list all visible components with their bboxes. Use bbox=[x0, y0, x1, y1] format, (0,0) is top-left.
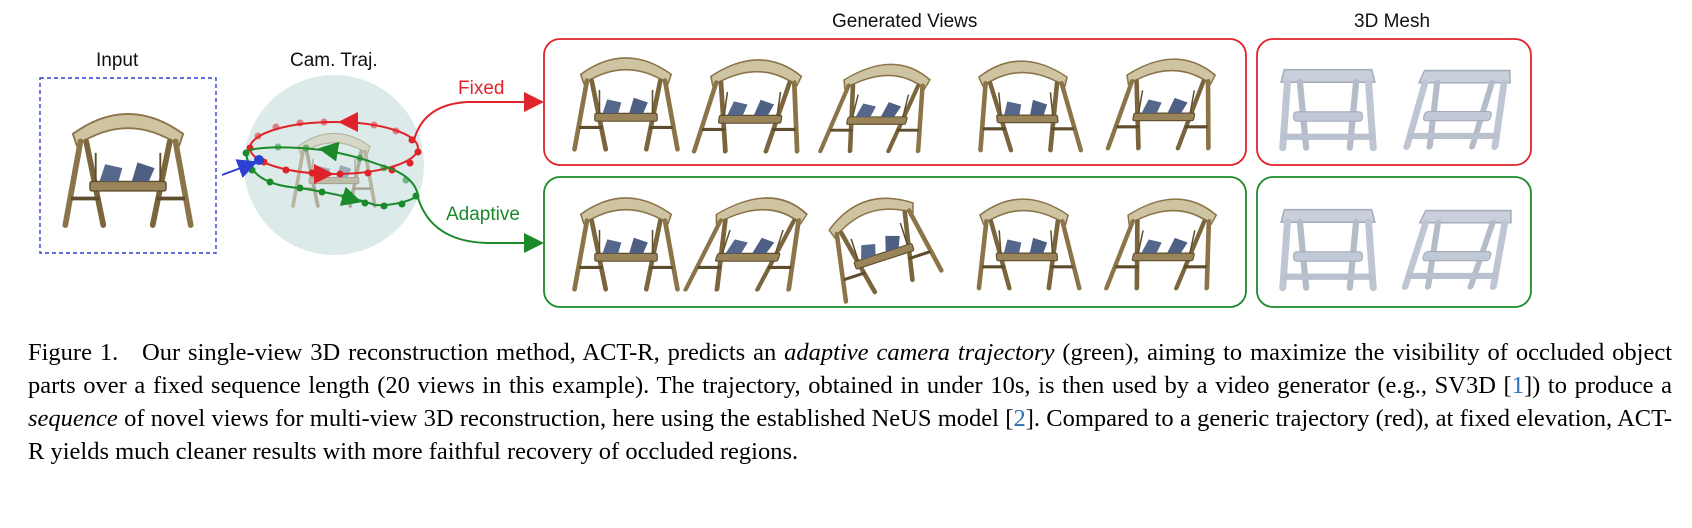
caption-text-5: ]. Compared to a generic trajectory (red… bbox=[28, 405, 1672, 465]
adaptive-generated-views-panel bbox=[543, 176, 1247, 308]
start-camera-point bbox=[254, 155, 264, 165]
caption-text-1: Our single-view 3D reconstruction method… bbox=[142, 339, 785, 366]
caption-text-2: (green), aiming to maximize the visibili… bbox=[28, 339, 1673, 399]
caption-emphasis-adaptive: adaptive camera trajectory bbox=[784, 339, 1055, 366]
fixed-view-1 bbox=[575, 58, 678, 149]
adaptive-view-2 bbox=[686, 198, 819, 289]
generated-views-label: Generated Views bbox=[832, 11, 978, 32]
caption-emphasis-sequence: sequence bbox=[28, 405, 118, 432]
figure-caption: Figure 1. Our single-view 3D reconstruct… bbox=[28, 336, 1672, 468]
adaptive-view-5 bbox=[1106, 199, 1225, 288]
adaptive-mesh-2 bbox=[1404, 211, 1514, 287]
caption-label: Figure 1. bbox=[28, 339, 119, 366]
citation-link-2[interactable]: 2 bbox=[1013, 405, 1026, 432]
adaptive-label: Adaptive bbox=[446, 204, 520, 225]
input-image-frame bbox=[39, 77, 217, 254]
fixed-branch-arrow bbox=[413, 92, 544, 141]
adaptive-view-1 bbox=[575, 198, 678, 289]
fixed-label: Fixed bbox=[458, 78, 505, 99]
adaptive-mesh-1 bbox=[1281, 210, 1375, 288]
input-object-render bbox=[65, 114, 190, 225]
adaptive-branch-arrow bbox=[417, 197, 544, 253]
fixed-view-3 bbox=[820, 64, 939, 151]
fixed-mesh-panel bbox=[1256, 38, 1532, 166]
adaptive-view-3 bbox=[818, 186, 941, 302]
fixed-mesh-1 bbox=[1281, 70, 1375, 148]
fixed-view-4 bbox=[971, 61, 1081, 150]
adaptive-view-4 bbox=[973, 199, 1080, 288]
camera-sphere bbox=[244, 75, 424, 255]
input-label: Input bbox=[96, 50, 139, 71]
fixed-mesh-2 bbox=[1405, 71, 1512, 147]
figure: Input Cam. Traj. Generated Views 3D Mesh… bbox=[39, 11, 1532, 308]
cam-traj-label: Cam. Traj. bbox=[290, 50, 378, 71]
adaptive-mesh-panel bbox=[1256, 176, 1532, 308]
adaptive-trajectory-points bbox=[242, 143, 420, 210]
input-to-trajectory-arrow bbox=[221, 159, 258, 178]
fixed-generated-views-panel bbox=[543, 38, 1247, 166]
citation-link-1[interactable]: 1 bbox=[1511, 372, 1524, 399]
mesh-label: 3D Mesh bbox=[1354, 11, 1431, 32]
caption-text-3: ]) to produce a bbox=[1523, 372, 1673, 399]
fixed-view-2 bbox=[694, 60, 810, 151]
caption-text-4: of novel views for multi-view 3D reconst… bbox=[117, 405, 1014, 432]
fixed-view-5 bbox=[1108, 59, 1224, 148]
